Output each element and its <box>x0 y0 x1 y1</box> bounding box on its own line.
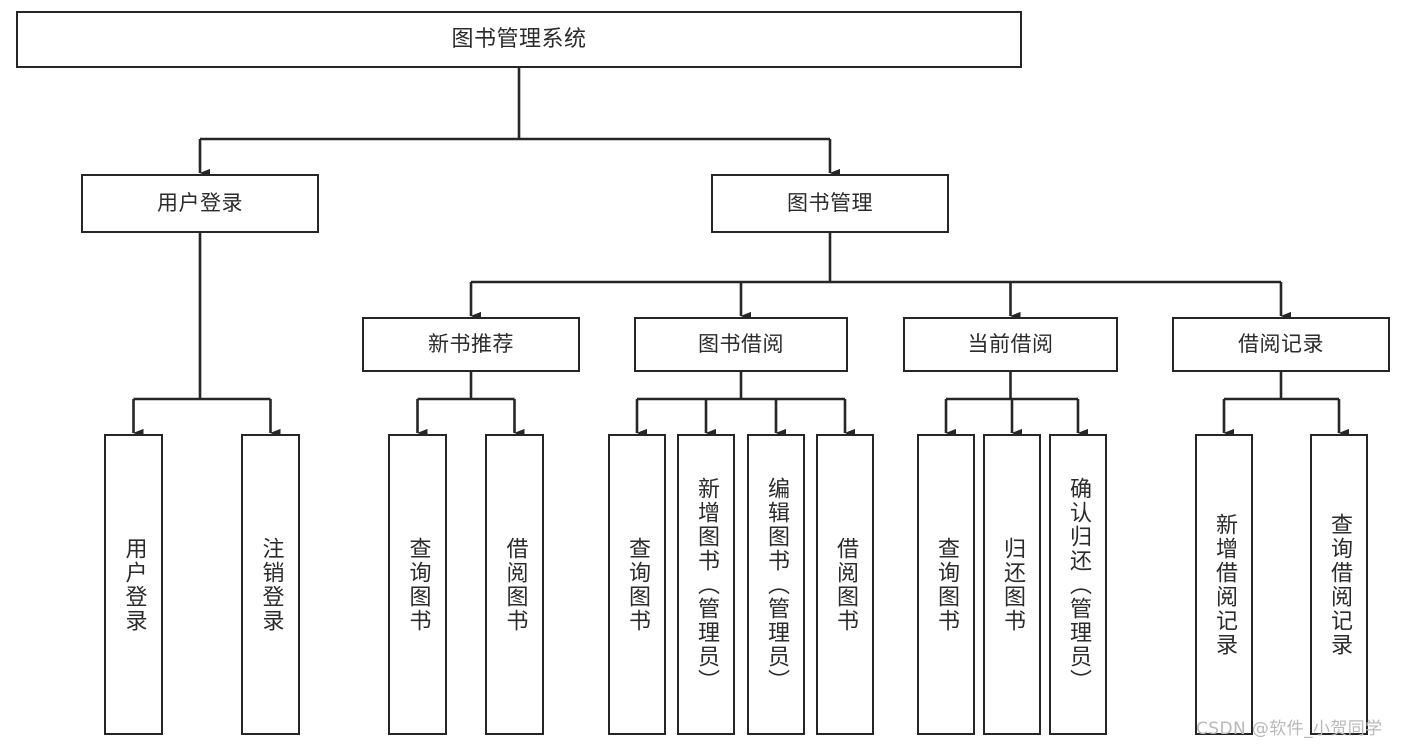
node-label: 借阅记录 <box>1238 332 1324 357</box>
node-book-borrow[interactable]: 图书借阅 <box>634 317 848 372</box>
node-label: 查询图书 <box>624 536 650 633</box>
node-borrow-record[interactable]: 借阅记录 <box>1172 317 1390 372</box>
node-leaf-return-book[interactable]: 归还图书 <box>983 434 1041 735</box>
node-label: 当前借阅 <box>967 332 1054 357</box>
node-leaf-query-borrow-record[interactable]: 查询借阅记录 <box>1310 434 1368 735</box>
csdn-watermark: CSDN @软件_小贺同学 <box>1196 719 1383 739</box>
node-leaf-add-book-admin[interactable]: 新增图书（管理员） <box>677 434 735 735</box>
node-book-management[interactable]: 图书管理 <box>711 174 949 233</box>
node-label: 新增借阅记录 <box>1211 512 1237 657</box>
node-label: 新增图书（管理员） <box>693 476 719 693</box>
node-leaf-query-book-1[interactable]: 查询图书 <box>388 434 447 735</box>
node-new-book-recommendation[interactable]: 新书推荐 <box>362 317 580 372</box>
node-leaf-confirm-return-admin[interactable]: 确认归还（管理员） <box>1049 434 1107 735</box>
node-leaf-logout[interactable]: 注销登录 <box>241 434 300 735</box>
node-label: 借阅图书 <box>502 536 528 633</box>
node-label: 注销登录 <box>258 536 284 633</box>
node-label: 用户登录 <box>157 191 243 216</box>
node-label: 用户登录 <box>121 536 147 633</box>
node-label: 借阅图书 <box>832 536 858 633</box>
node-leaf-user-login[interactable]: 用户登录 <box>104 434 163 735</box>
node-label: 查询图书 <box>405 536 431 633</box>
node-label: 确认归还（管理员） <box>1065 476 1091 693</box>
node-current-borrow[interactable]: 当前借阅 <box>903 317 1118 372</box>
node-label: 新书推荐 <box>428 332 514 357</box>
node-label: 归还图书 <box>999 536 1025 633</box>
node-leaf-borrow-book-2[interactable]: 借阅图书 <box>816 434 874 735</box>
node-leaf-borrow-book-1[interactable]: 借阅图书 <box>485 434 544 735</box>
node-label: 查询借阅记录 <box>1326 512 1352 657</box>
node-leaf-query-book-3[interactable]: 查询图书 <box>917 434 975 735</box>
node-label: 查询图书 <box>933 536 959 633</box>
node-label: 编辑图书（管理员） <box>763 476 789 693</box>
node-label: 图书管理系统 <box>451 26 587 52</box>
node-user-login[interactable]: 用户登录 <box>81 174 319 233</box>
node-label: 图书借阅 <box>698 332 784 357</box>
node-root-book-management-system[interactable]: 图书管理系统 <box>16 11 1022 68</box>
node-leaf-add-borrow-record[interactable]: 新增借阅记录 <box>1195 434 1253 735</box>
node-leaf-edit-book-admin[interactable]: 编辑图书（管理员） <box>747 434 805 735</box>
node-label: 图书管理 <box>787 191 873 216</box>
node-leaf-query-book-2[interactable]: 查询图书 <box>608 434 666 735</box>
